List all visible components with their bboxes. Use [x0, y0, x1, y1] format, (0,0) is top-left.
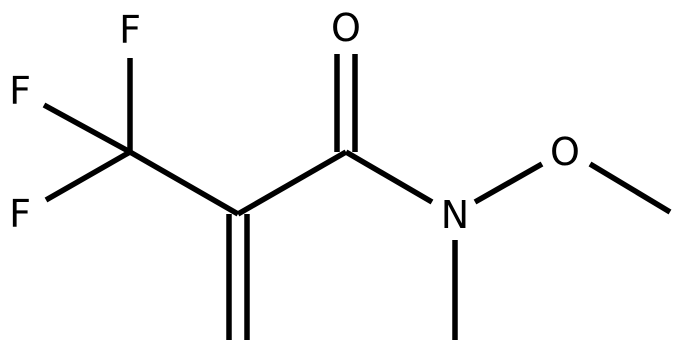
bond-alkene-to-carbonyl-carbon [236, 149, 348, 217]
atom-labels: F F F O N O [9, 6, 580, 237]
bond-cf3-to-alkene-carbon [128, 149, 240, 217]
bond-carbonyl-to-nitrogen [344, 149, 434, 205]
bond-cf3-to-f-bottom [44, 149, 132, 203]
atom-fluorine-bottom: F [9, 192, 31, 236]
bond-oxygen-to-methyl [588, 161, 672, 215]
atom-oxygen-methoxy: O [550, 130, 580, 174]
atom-oxygen-carbonyl: O [331, 6, 361, 50]
atom-nitrogen: N [441, 193, 469, 237]
atom-fluorine-left: F [9, 69, 31, 113]
bond-cf3-to-f-left [42, 102, 132, 155]
bonds [42, 54, 672, 340]
bond-nitrogen-to-oxygen [473, 161, 544, 205]
atom-fluorine-top: F [119, 8, 141, 52]
